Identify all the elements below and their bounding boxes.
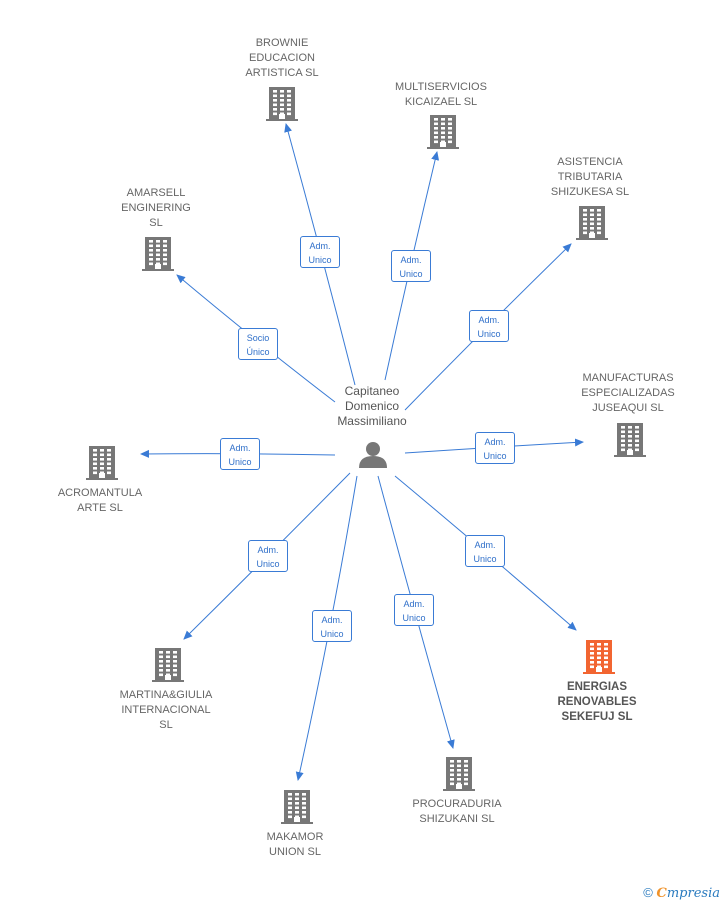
company-label-amarsell[interactable]: AMARSELL ENGINERING SL xyxy=(86,186,226,231)
role-tag-acromantula[interactable]: Adm. Unico xyxy=(220,438,260,470)
company-label-line: MARTINA&GIULIA xyxy=(119,689,213,701)
company-label-line: RENOVABLES xyxy=(557,696,637,708)
center-label-line: Capitaneo xyxy=(344,384,400,398)
role-tag-line: Adm. xyxy=(403,599,425,609)
company-label-brownie[interactable]: BROWNIE EDUCACION ARTISTICA SL xyxy=(212,36,352,81)
role-tag-line: Unico xyxy=(308,255,332,265)
company-label-line: SHIZUKANI SL xyxy=(419,813,495,825)
role-tag-line: Adm. xyxy=(309,241,331,251)
role-tag-line: Unico xyxy=(483,451,507,461)
role-tag-line: Adm. xyxy=(478,315,500,325)
footer-brand[interactable]: © Cmpresia xyxy=(643,885,720,901)
building-icon-brownie[interactable] xyxy=(266,87,298,121)
company-label-line: ASISTENCIA xyxy=(557,156,623,168)
company-label-line: KICAIZAEL SL xyxy=(404,96,478,108)
building-icon-asistencia[interactable] xyxy=(576,206,608,240)
company-label-line: UNION SL xyxy=(269,846,321,858)
company-label-line: ARTISTICA SL xyxy=(245,67,319,79)
company-label-line: MAKAMOR xyxy=(266,831,324,843)
role-tag-line: Unico xyxy=(399,269,423,279)
company-label-line: PROCURADURIA xyxy=(412,798,502,810)
company-label-line: MANUFACTURAS xyxy=(582,372,674,384)
company-label-line: ACROMANTULA xyxy=(57,487,143,499)
role-tag-line: Adm. xyxy=(484,437,506,447)
company-label-line: TRIBUTARIA xyxy=(557,171,623,183)
role-tag-makamor[interactable]: Adm. Unico xyxy=(312,610,352,642)
company-label-line: SL xyxy=(159,719,173,731)
company-label-manufacturas[interactable]: MANUFACTURAS ESPECIALIZADAS JUSEAQUI SL xyxy=(558,371,698,416)
role-tag-line: Unico xyxy=(320,629,344,639)
company-label-asistencia[interactable]: ASISTENCIA TRIBUTARIA SHIZUKESA SL xyxy=(520,155,660,200)
company-label-martina[interactable]: MARTINA&GIULIA INTERNACIONAL SL xyxy=(96,688,236,733)
company-label-line: SL xyxy=(149,217,163,229)
building-icon-energias[interactable] xyxy=(583,640,615,674)
center-person-label: Capitaneo Domenico Massimiliano xyxy=(312,384,432,429)
role-tag-line: Unico xyxy=(473,554,497,564)
company-label-line: SEKEFUJ SL xyxy=(561,711,633,723)
role-tag-line: Socio xyxy=(246,333,270,343)
building-icon-amarsell[interactable] xyxy=(142,237,174,271)
role-tag-line: Adm. xyxy=(321,615,343,625)
role-tag-line: Adm. xyxy=(474,540,496,550)
building-icon-acromantula[interactable] xyxy=(86,446,118,480)
role-tag-energias[interactable]: Adm. Unico xyxy=(465,535,505,567)
company-label-makamor[interactable]: MAKAMOR UNION SL xyxy=(225,830,365,860)
company-label-procuraduria[interactable]: PROCURADURIA SHIZUKANI SL xyxy=(387,797,527,827)
role-tag-asistencia[interactable]: Adm. Unico xyxy=(469,310,509,342)
company-label-line: BROWNIE xyxy=(255,37,309,49)
role-tag-line: Unico xyxy=(228,457,252,467)
role-tag-line: Unico xyxy=(477,329,501,339)
center-label-line: Massimiliano xyxy=(337,414,407,428)
role-tag-line: Único xyxy=(246,347,270,357)
role-tag-line: Adm. xyxy=(257,545,279,555)
company-label-line: MULTISERVICIOS xyxy=(395,81,487,93)
role-tag-line: Adm. xyxy=(229,443,251,453)
building-icon-martina[interactable] xyxy=(152,648,184,682)
copyright-icon: © xyxy=(643,885,653,900)
company-label-line: ENERGIAS xyxy=(566,681,628,693)
building-icon-manufacturas[interactable] xyxy=(614,423,646,457)
center-label-line: Domenico xyxy=(344,399,400,413)
company-label-line: AMARSELL xyxy=(126,187,186,199)
role-tag-line: Unico xyxy=(256,559,280,569)
company-label-line: ENGINERING xyxy=(121,202,191,214)
building-icon-procuraduria[interactable] xyxy=(443,757,475,791)
person-icon[interactable] xyxy=(359,442,387,468)
company-label-line: EDUCACION xyxy=(248,52,315,64)
building-icon-makamor[interactable] xyxy=(281,790,313,824)
role-tag-line: Adm. xyxy=(400,255,422,265)
building-icon-multiservicios[interactable] xyxy=(427,115,459,149)
brand-logo: Cmpresia xyxy=(656,886,721,901)
role-tag-line: Unico xyxy=(402,613,426,623)
company-label-line: SHIZUKESA SL xyxy=(550,186,630,198)
company-label-acromantula[interactable]: ACROMANTULA ARTE SL xyxy=(30,486,170,516)
role-tag-martina[interactable]: Adm. Unico xyxy=(248,540,288,572)
role-tag-brownie[interactable]: Adm. Unico xyxy=(300,236,340,268)
company-label-line: INTERNACIONAL xyxy=(121,704,211,716)
company-label-multiservicios[interactable]: MULTISERVICIOS KICAIZAEL SL xyxy=(371,80,511,110)
company-label-line: JUSEAQUI SL xyxy=(592,402,664,414)
company-label-line: ESPECIALIZADAS xyxy=(581,387,675,399)
role-tag-manufacturas[interactable]: Adm. Unico xyxy=(475,432,515,464)
role-tag-multiservicios[interactable]: Adm. Unico xyxy=(391,250,431,282)
role-tag-procuraduria[interactable]: Adm. Unico xyxy=(394,594,434,626)
company-label-line: ARTE SL xyxy=(77,502,123,514)
company-label-energias[interactable]: ENERGIAS RENOVABLES SEKEFUJ SL xyxy=(527,680,667,725)
